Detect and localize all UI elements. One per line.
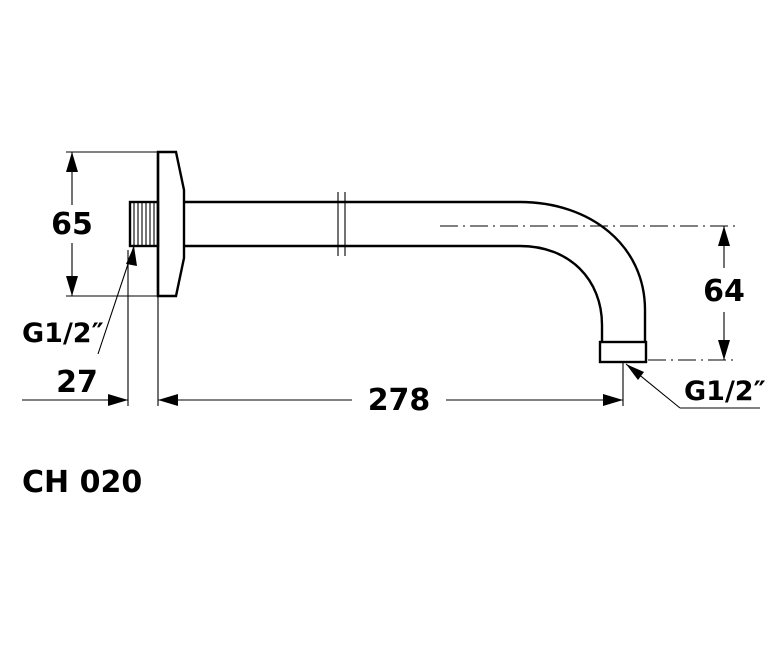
dimension-horizontal (22, 250, 624, 406)
shower-arm (184, 192, 647, 342)
leader-right-thread (625, 363, 760, 409)
threaded-stub (128, 200, 160, 248)
outlet-fitting (598, 340, 648, 364)
center-lines (440, 225, 735, 361)
thread-left-label: G1/2″ (22, 318, 104, 349)
wall-flange (156, 150, 186, 298)
flange-height-label: 65 (51, 207, 93, 242)
dimension-drop-height (718, 226, 730, 360)
model-label: CH 020 (22, 465, 142, 500)
dimension-flange-height (66, 151, 158, 297)
leader-left-thread (97, 245, 137, 355)
arm-length-label: 278 (368, 383, 431, 418)
wall-depth-label: 27 (56, 365, 98, 400)
drop-height-label: 64 (703, 274, 745, 309)
thread-right-label: G1/2″ (684, 376, 766, 407)
